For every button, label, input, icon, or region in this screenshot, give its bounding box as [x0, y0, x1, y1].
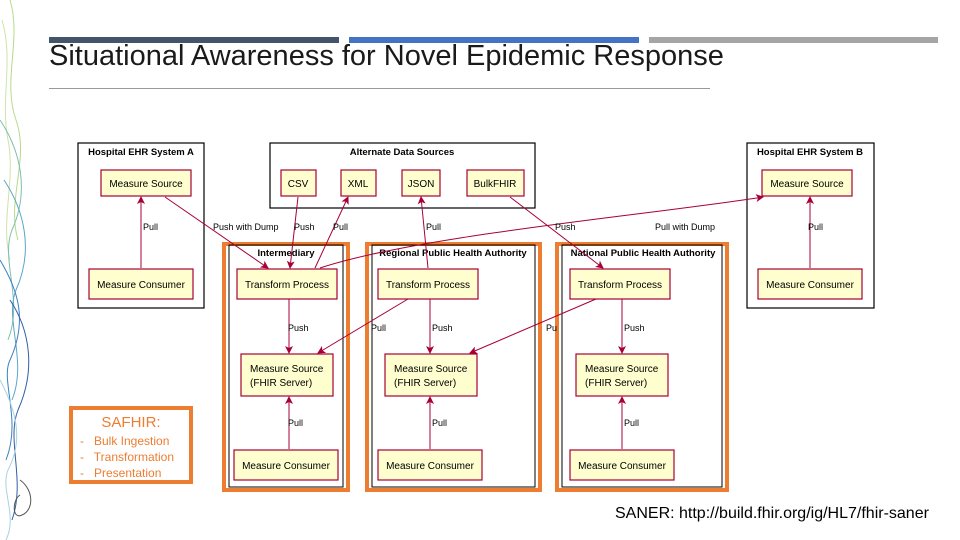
edge-label: Pull: [288, 418, 303, 428]
decorative-contour-lines: [0, 0, 32, 540]
edge-label: Push: [624, 323, 645, 333]
svg-text:National Public Health Authori: National Public Health Authority: [571, 248, 717, 259]
edge-label: Pull: [426, 222, 441, 232]
svg-text:XML: XML: [348, 179, 369, 190]
svg-text:Hospital EHR System A: Hospital EHR System A: [88, 147, 194, 158]
edge-label: Push: [432, 323, 453, 333]
svg-text:Measure Source: Measure Source: [770, 179, 844, 190]
svg-text:Measure Source: Measure Source: [250, 364, 324, 375]
list-item: Bulk Ingestion: [80, 433, 189, 449]
svg-text:(FHIR Server): (FHIR Server): [250, 378, 312, 389]
svg-text:Measure Source: Measure Source: [585, 364, 659, 375]
svg-text:Measure Source: Measure Source: [394, 364, 468, 375]
node-xml: XML: [340, 169, 377, 197]
node-national-consumer: Measure Consumer: [569, 449, 675, 481]
node-bulkfhir: BulkFHIR: [466, 169, 525, 197]
edge-label: Pull: [624, 418, 639, 428]
node-regional-source: Measure Source (FHIR Server): [384, 353, 478, 397]
svg-text:Alternate Data Sources: Alternate Data Sources: [350, 147, 455, 158]
list-item: Presentation: [80, 465, 189, 481]
edge-label: Pull with Dump: [655, 222, 715, 232]
safhir-callout: SAFHIR: Bulk Ingestion Transformation Pr…: [69, 406, 193, 484]
svg-text:Measure Consumer: Measure Consumer: [386, 461, 474, 472]
list-item: Transformation: [80, 449, 189, 465]
svg-text:BulkFHIR: BulkFHIR: [474, 179, 517, 190]
svg-text:Transform Process: Transform Process: [578, 280, 662, 291]
svg-text:Transform Process: Transform Process: [245, 280, 329, 291]
footer-link-text: SANER: http://build.fhir.org/ig/HL7/fhir…: [615, 505, 929, 522]
edge-label: Pull: [432, 418, 447, 428]
node-b-consumer: Measure Consumer: [757, 268, 863, 300]
svg-text:Regional Public Health Authori: Regional Public Health Authority: [379, 248, 527, 259]
node-json: JSON: [401, 169, 441, 197]
svg-text:JSON: JSON: [408, 179, 435, 190]
safhir-list: Bulk Ingestion Transformation Presentati…: [73, 433, 189, 481]
svg-text:Measure Consumer: Measure Consumer: [97, 280, 185, 291]
edge-label: Push: [294, 222, 315, 232]
node-intermediary-source: Measure Source (FHIR Server): [240, 353, 334, 397]
title-underline: [49, 88, 710, 89]
accent-bar-gray: [649, 37, 938, 43]
svg-text:Measure Consumer: Measure Consumer: [766, 280, 854, 291]
svg-text:Measure Source: Measure Source: [109, 179, 183, 190]
accent-bar-blue: [349, 37, 639, 43]
node-national-transform: Transform Process: [569, 268, 671, 300]
accent-bar-dark: [49, 37, 339, 43]
svg-text:Transform Process: Transform Process: [386, 280, 470, 291]
node-regional-consumer: Measure Consumer: [377, 449, 483, 481]
svg-text:Measure Consumer: Measure Consumer: [578, 461, 666, 472]
svg-text:Intermediary: Intermediary: [257, 248, 315, 259]
edge-label: Pull: [143, 222, 158, 232]
svg-text:CSV: CSV: [288, 179, 309, 190]
slide-title: Situational Awareness for Novel Epidemic…: [49, 40, 724, 72]
node-regional-transform: Transform Process: [377, 268, 479, 300]
node-b-source: Measure Source: [761, 169, 853, 197]
edge-label: Pull: [333, 222, 348, 232]
svg-text:(FHIR Server): (FHIR Server): [394, 378, 456, 389]
node-intermediary-transform: Transform Process: [236, 268, 338, 300]
edges: [137, 194, 814, 449]
edge-label: Push: [555, 222, 576, 232]
node-intermediary-consumer: Measure Consumer: [233, 449, 339, 481]
node-a-consumer: Measure Consumer: [88, 268, 194, 300]
node-national-source: Measure Source (FHIR Server): [575, 353, 669, 397]
svg-text:(FHIR Server): (FHIR Server): [585, 378, 647, 389]
node-csv: CSV: [280, 169, 317, 197]
svg-text:Measure Consumer: Measure Consumer: [242, 461, 330, 472]
edge-label: Push: [288, 323, 309, 333]
safhir-title: SAFHIR:: [101, 414, 161, 431]
edge-label: Pull: [371, 323, 386, 333]
edge-labels: Pull Push with Dump Push Pull Pull Push …: [143, 222, 823, 428]
edge-label: Pu: [546, 323, 557, 333]
edge-label: Pull: [808, 222, 823, 232]
svg-text:Hospital EHR System B: Hospital EHR System B: [757, 147, 863, 158]
edge-label: Push with Dump: [213, 222, 279, 232]
node-a-source: Measure Source: [100, 169, 192, 197]
